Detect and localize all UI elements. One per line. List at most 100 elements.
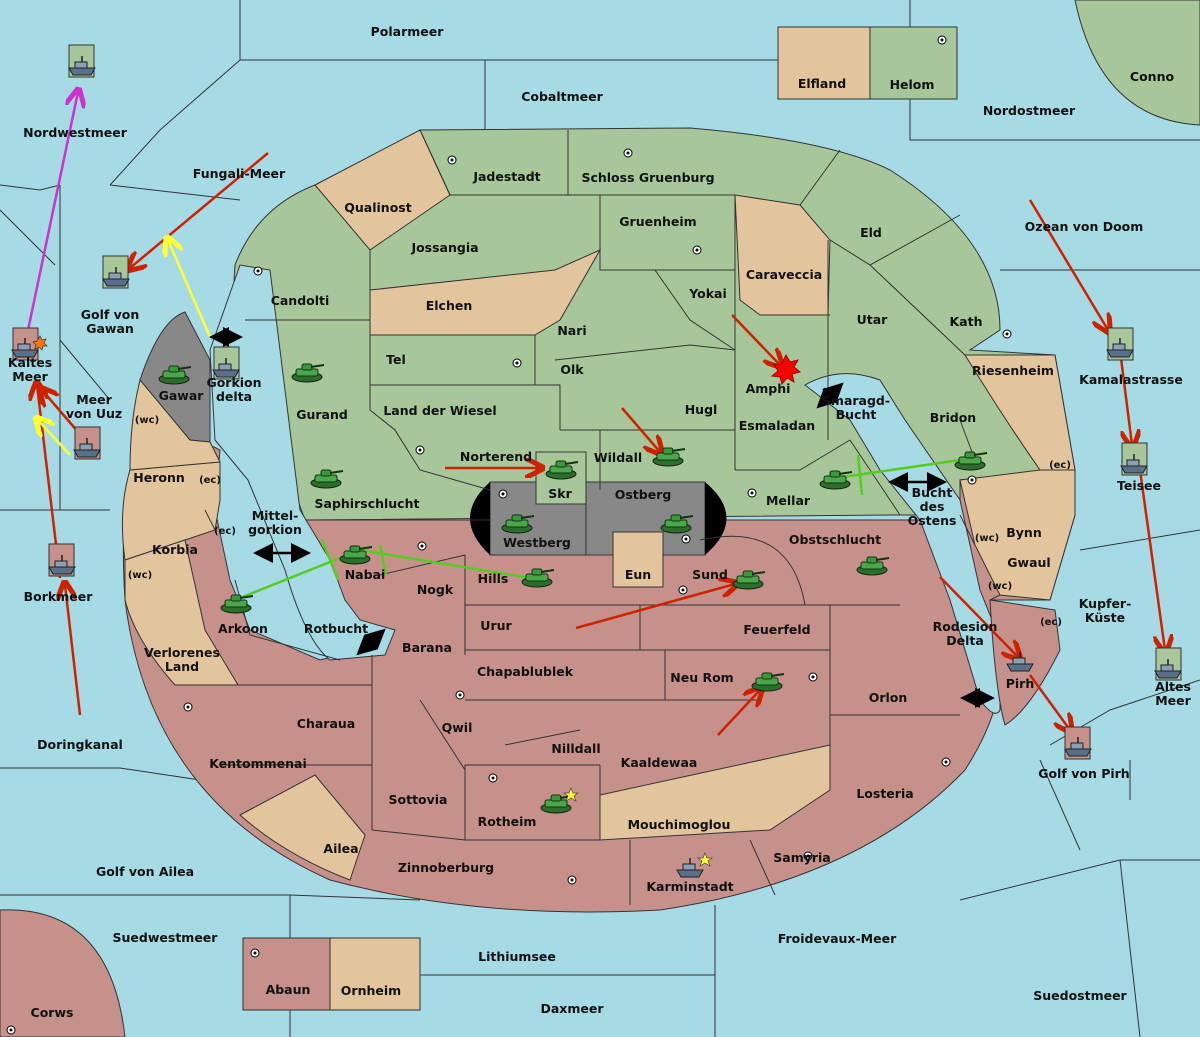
label-schloss: Schloss Gruenburg xyxy=(581,170,714,185)
label-urur: Urur xyxy=(480,618,512,633)
label-cobaltmeer: Cobaltmeer xyxy=(521,89,603,104)
label-kupfer: Kupfer-Küste xyxy=(1079,596,1132,625)
label-rotheim: Rotheim xyxy=(478,814,537,829)
label-daxmeer: Daxmeer xyxy=(540,1001,604,1016)
label-tel: Tel xyxy=(386,352,406,367)
coast-label: (ec) xyxy=(1040,617,1062,628)
explosion-icon xyxy=(770,353,802,386)
label-amphi: Amphi xyxy=(746,381,791,396)
label-gruenheim: Gruenheim xyxy=(619,214,696,229)
label-nabai: Nabai xyxy=(345,567,386,582)
label-wildall: Wildall xyxy=(594,450,642,465)
label-elfland: Elfland xyxy=(798,76,846,91)
label-candolti: Candolti xyxy=(271,293,330,308)
label-teisee: Teisee xyxy=(1117,478,1161,493)
label-zinnoberburg: Zinnoberburg xyxy=(398,860,494,875)
star-icon xyxy=(562,787,714,867)
label-jossangia: Jossangia xyxy=(410,240,478,255)
label-abaun: Abaun xyxy=(266,982,311,997)
label-losteria: Losteria xyxy=(856,786,913,801)
coast-label: (ec) xyxy=(214,526,236,537)
label-mouchi: Mouchimoglou xyxy=(628,817,731,832)
label-heronn: Heronn xyxy=(133,470,185,485)
label-qwil: Qwil xyxy=(442,720,473,735)
label-suedostmeer: Suedostmeer xyxy=(1033,988,1127,1003)
label-ornheim: Ornheim xyxy=(341,983,401,998)
coast-label: (wc) xyxy=(988,581,1012,592)
label-caraveccia: Caraveccia xyxy=(746,267,822,282)
adjacency-arrows xyxy=(209,327,995,708)
label-ailea: Ailea xyxy=(323,841,358,856)
label-kentommenai: Kentommenai xyxy=(209,756,307,771)
label-suedwestmeer: Suedwestmeer xyxy=(113,930,219,945)
label-mellar: Mellar xyxy=(766,493,811,508)
label-jadestadt: Jadestadt xyxy=(472,169,540,184)
label-neurom: Neu Rom xyxy=(670,670,733,685)
label-eun: Eun xyxy=(625,567,651,582)
label-corws: Corws xyxy=(31,1005,74,1020)
label-golf-ailea: Golf von Ailea xyxy=(96,864,194,879)
label-hugl: Hugl xyxy=(685,402,718,417)
fleets[interactable] xyxy=(11,44,1182,878)
label-ozean: Ozean von Doom xyxy=(1025,219,1144,234)
label-gurand: Gurand xyxy=(296,407,348,422)
orders-red xyxy=(37,152,1165,735)
region-conno[interactable] xyxy=(1074,0,1200,126)
land-labels: Conno Elfland Helom Jadestadt Schloss Gr… xyxy=(31,69,1175,1020)
label-norterend: Norterend xyxy=(460,449,532,464)
internal-borders xyxy=(204,129,1001,905)
label-riesenheim: Riesenheim xyxy=(972,363,1054,378)
label-smaragd: Smaragd-Bucht xyxy=(822,393,890,422)
label-elchen: Elchen xyxy=(426,298,473,313)
coast-label: (wc) xyxy=(135,415,159,426)
coast-label: (ec) xyxy=(199,475,221,486)
label-conno: Conno xyxy=(1130,69,1175,84)
label-kaaldewaa: Kaaldewaa xyxy=(621,755,698,770)
label-sottovia: Sottovia xyxy=(389,792,448,807)
label-obstschlucht: Obstschlucht xyxy=(789,532,881,547)
label-yokai: Yokai xyxy=(688,286,727,301)
label-karminstadt: Karminstadt xyxy=(646,879,733,894)
coast-label: (ec) xyxy=(1049,460,1071,471)
sea-labels: Polarmeer Cobaltmeer Nordostmeer Nordwes… xyxy=(8,24,1192,1016)
order-magenta xyxy=(25,92,78,336)
label-barana: Barana xyxy=(402,640,452,655)
label-hills: Hills xyxy=(478,571,509,586)
label-arkoon: Arkoon xyxy=(218,621,268,636)
label-ostberg: Ostberg xyxy=(615,487,672,502)
label-bynn: Bynn xyxy=(1006,525,1041,540)
label-mittelgorkion: Mittel-gorkion xyxy=(248,508,302,537)
label-korbia: Korbia xyxy=(152,542,198,557)
label-saphir: Saphirschlucht xyxy=(315,496,420,511)
region-corws[interactable] xyxy=(0,909,126,1037)
label-kamalastrasse: Kamalastrasse xyxy=(1079,372,1183,387)
label-borkmeer: Borkmeer xyxy=(24,589,94,604)
region-heronn-strip xyxy=(129,378,221,471)
region-elfland[interactable] xyxy=(777,26,871,100)
label-pirh: Pirh xyxy=(1006,676,1035,691)
label-fungali: Fungali-Meer xyxy=(193,166,286,181)
label-rotbucht: Rotbucht xyxy=(304,621,368,636)
coast-label: (wc) xyxy=(128,570,152,581)
label-bridon: Bridon xyxy=(930,410,976,425)
label-kath: Kath xyxy=(950,314,983,329)
label-qualinost: Qualinost xyxy=(344,200,411,215)
label-golf-pirh: Golf von Pirh xyxy=(1038,766,1129,781)
label-feuerfeld: Feuerfeld xyxy=(743,622,810,637)
label-nilldall: Nilldall xyxy=(551,741,600,756)
label-polarmeer: Polarmeer xyxy=(371,24,445,39)
label-froidevaux: Froidevaux-Meer xyxy=(778,931,897,946)
label-eld: Eld xyxy=(860,225,882,240)
label-nordostmeer: Nordostmeer xyxy=(983,103,1076,118)
label-utar: Utar xyxy=(857,312,889,327)
label-gwaul: Gwaul xyxy=(1007,555,1050,570)
label-chapa: Chapablublek xyxy=(477,664,574,679)
label-lithiumsee: Lithiumsee xyxy=(478,949,556,964)
region-ornheim[interactable] xyxy=(329,937,421,1011)
